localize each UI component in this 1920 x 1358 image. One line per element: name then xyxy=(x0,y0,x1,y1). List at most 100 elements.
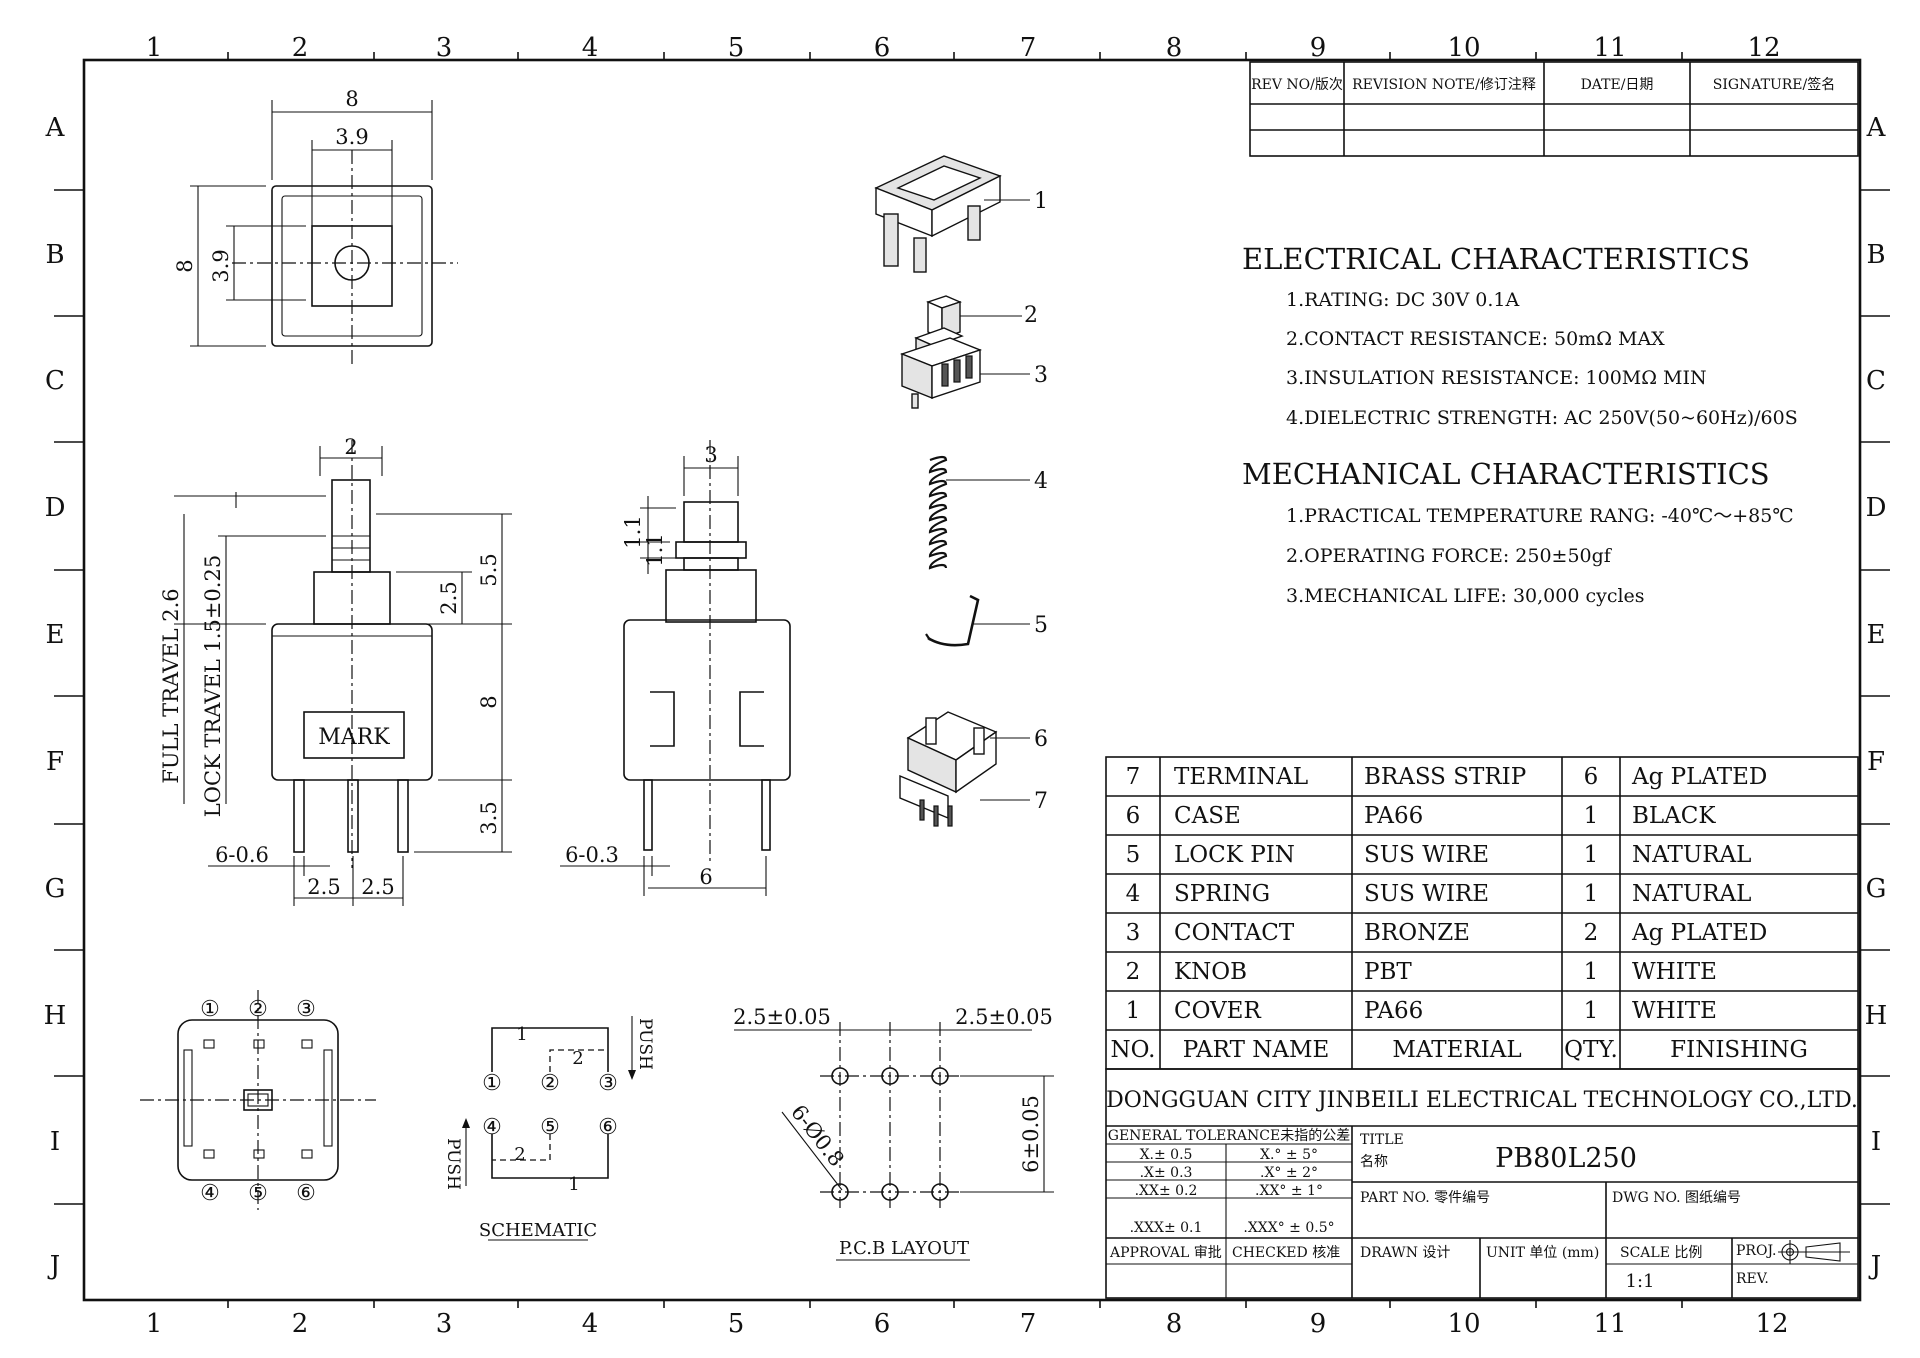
grid-col-top: 11 xyxy=(1593,33,1626,63)
bom-finish: Ag PLATED xyxy=(1631,920,1767,946)
electrical-item: 2.CONTACT RESISTANCE: 50mΩ MAX xyxy=(1286,328,1665,350)
grid-row-left: E xyxy=(46,620,65,650)
tolerance-angular: .XXX° ± 0.5° xyxy=(1243,1220,1334,1236)
dim-side-pin-span: 6 xyxy=(699,865,712,889)
rev-label: REV. xyxy=(1736,1271,1769,1287)
spring-part xyxy=(928,455,948,570)
grid-col-top: 7 xyxy=(1020,33,1037,63)
tolerance-angular: X.° ± 5° xyxy=(1260,1147,1318,1163)
electrical-item: 4.DIELECTRIC STRENGTH: AC 250V(50~60Hz)/… xyxy=(1286,407,1798,429)
name-label: 名称 xyxy=(1360,1154,1388,1170)
rev-header-note: REVISION NOTE/修订注释 xyxy=(1352,77,1536,93)
grid-row-right: E xyxy=(1867,620,1886,650)
bom-finish: WHITE xyxy=(1632,959,1717,985)
schematic: ① ② ③ ④ ⑤ ⑥ 1 2 2 1 PUSH PUSH SCHEMATIC xyxy=(443,1016,655,1241)
case-part xyxy=(899,711,998,827)
grid-row-right: H xyxy=(1865,1001,1888,1031)
dim-knob-width: 2 xyxy=(344,435,357,459)
third-angle-projection-icon xyxy=(1778,1240,1850,1264)
grid-col-bottom: 8 xyxy=(1166,1309,1183,1339)
bom-qty: 1 xyxy=(1584,803,1599,829)
grid-col-bottom: 2 xyxy=(292,1309,309,1339)
grid-row-left: C xyxy=(45,366,65,396)
grid-row-right: J xyxy=(1868,1251,1881,1281)
dim-top-knob-height: 3.9 xyxy=(209,249,233,282)
schematic-position: 2 xyxy=(572,1048,583,1069)
pcb-hole xyxy=(931,1067,949,1085)
bom-qty: 6 xyxy=(1584,764,1599,790)
pcb-hole xyxy=(831,1183,849,1201)
callout-6: 6 xyxy=(1034,727,1048,752)
mechanical-item: 2.OPERATING FORCE: 250±50gf xyxy=(1286,545,1613,567)
mechanical-item: 3.MECHANICAL LIFE: 30,000 cycles xyxy=(1286,585,1645,607)
schematic-pin: ⑤ xyxy=(540,1115,560,1140)
bottom-view: ① ② ③ ④ ⑤ ⑥ xyxy=(140,990,376,1210)
tolerance-title: GENERAL TOLERANCE未指的公差 xyxy=(1108,1128,1350,1144)
grid-col-top: 6 xyxy=(874,33,891,63)
title-block: DONGGUAN CITY JINBEILI ELECTRICAL TECHNO… xyxy=(1105,1068,1859,1299)
dim-knob-height: 5.5 xyxy=(477,553,501,586)
grid-row-right: C xyxy=(1866,366,1886,396)
callout-3: 3 xyxy=(1034,363,1048,388)
bom-no: 2 xyxy=(1126,959,1141,985)
dim-pin-pitch-right: 2.5 xyxy=(361,875,394,899)
grid-row-right: I xyxy=(1871,1127,1881,1157)
title-label: TITLE xyxy=(1360,1132,1404,1148)
dim-side-step-b: 1.1 xyxy=(643,533,667,566)
pin-4-label: ④ xyxy=(200,1181,220,1206)
pin-1-label: ① xyxy=(200,997,220,1022)
grid-row-left: J xyxy=(47,1251,60,1281)
grid-col-top: 3 xyxy=(436,33,453,63)
grid-row-left: G xyxy=(45,874,66,904)
schematic-pin: ① xyxy=(482,1071,502,1096)
bom-material: SUS WIRE xyxy=(1364,881,1489,907)
bom-header-finish: FINISHING xyxy=(1670,1037,1808,1063)
bom-header-name: PART NAME xyxy=(1183,1037,1330,1063)
dwg-no-label: DWG NO. 图纸编号 xyxy=(1612,1190,1741,1206)
pin-2-label: ② xyxy=(248,997,268,1022)
grid-row-right: D xyxy=(1866,493,1887,523)
schematic-pin: ④ xyxy=(482,1115,502,1140)
bom-finish: WHITE xyxy=(1632,998,1717,1024)
bom-qty: 1 xyxy=(1584,842,1599,868)
pcb-hole xyxy=(831,1067,849,1085)
bom-finish: NATURAL xyxy=(1632,881,1751,907)
bill-of-materials: 7 TERMINAL BRASS STRIP 6 Ag PLATED 6 CAS… xyxy=(1105,756,1859,1070)
tolerance-angular: .XX° ± 1° xyxy=(1255,1183,1323,1199)
lock-travel-label: LOCK TRAVEL 1.5±0.25 xyxy=(201,555,225,817)
proj-label: PROJ. xyxy=(1736,1243,1776,1259)
grid-col-bottom: 5 xyxy=(728,1309,745,1339)
bom-name: LOCK PIN xyxy=(1174,842,1295,868)
bom-header-material: MATERIAL xyxy=(1392,1037,1521,1063)
bom-finish: NATURAL xyxy=(1632,842,1751,868)
dim-knob-rise: 2.5 xyxy=(437,581,461,614)
bom-no: 7 xyxy=(1126,764,1141,790)
tolerance-linear: .XX± 0.2 xyxy=(1135,1183,1198,1199)
electrical-title: ELECTRICAL CHARACTERISTICS xyxy=(1242,242,1750,276)
bom-finish: BLACK xyxy=(1632,803,1716,829)
bom-material: PA66 xyxy=(1364,998,1423,1024)
bom-name: TERMINAL xyxy=(1174,764,1308,790)
bom-name: SPRING xyxy=(1174,881,1270,907)
bom-material: BRASS STRIP xyxy=(1364,764,1526,790)
grid-col-bottom: 9 xyxy=(1310,1309,1327,1339)
rev-header-no: REV NO/版次 xyxy=(1251,77,1343,93)
grid-row-left: B xyxy=(45,240,64,270)
mechanical-item: 1.PRACTICAL TEMPERATURE RANG: -40℃～+85℃ xyxy=(1286,505,1794,527)
checked-label: CHECKED 核准 xyxy=(1232,1245,1340,1261)
pcb-label: P.C.B LAYOUT xyxy=(839,1238,969,1259)
rev-header-signature: SIGNATURE/签名 xyxy=(1713,76,1836,93)
grid-col-bottom: 7 xyxy=(1020,1309,1037,1339)
bom-header-qty: QTY. xyxy=(1564,1037,1618,1063)
top-view: 8 3.9 8 3.9 xyxy=(173,87,458,368)
bom-finish: Ag PLATED xyxy=(1631,764,1767,790)
pin-6-label: ⑥ xyxy=(296,1181,316,1206)
schematic-position: 2 xyxy=(514,1144,525,1165)
dim-side-knob-width: 3 xyxy=(704,443,717,467)
tolerance-angular: .X° ± 2° xyxy=(1260,1165,1318,1181)
full-travel-label: FULL TRAVEL 2.6 xyxy=(159,588,183,783)
push-label-bottom: PUSH xyxy=(443,1138,463,1190)
callout-4: 4 xyxy=(1034,469,1048,494)
bom-material: BRONZE xyxy=(1364,920,1470,946)
